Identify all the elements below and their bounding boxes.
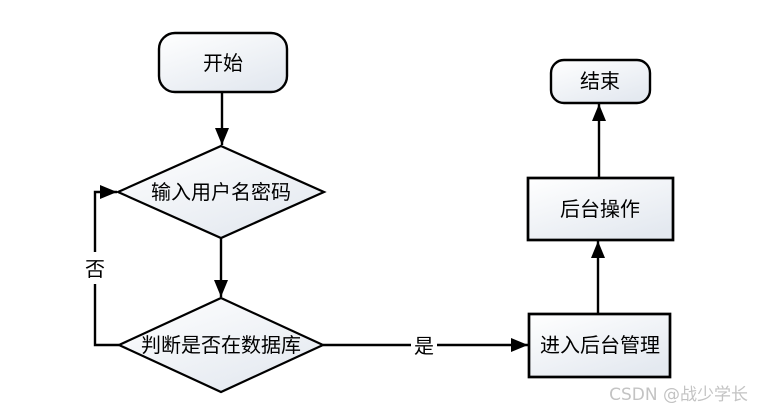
node-end-shape (549, 58, 652, 105)
watermark: CSDN @战少学长 (609, 385, 748, 405)
node-enter-admin-shape (527, 312, 672, 379)
edge-label-yes: 是 (414, 334, 434, 358)
node-admin-operate-label: 后台操作 (560, 197, 640, 221)
node-admin-operate-shape (526, 176, 675, 242)
edge-label-yes-background (411, 331, 437, 359)
node-end-label: 结束 (580, 69, 620, 93)
node-start-shape (157, 31, 289, 94)
node-start-label: 开始 (203, 51, 243, 75)
node-input-credentials-shape (115, 144, 327, 240)
edge-label-no: 否 (85, 257, 105, 281)
node-enter-admin-label: 进入后台管理 (540, 333, 660, 357)
node-input-credentials-label: 输入用户名密码 (151, 180, 291, 204)
node-check-database-shape (116, 296, 326, 394)
node-check-database-label: 判断是否在数据库 (141, 333, 301, 357)
edge-label-no-background (83, 252, 107, 284)
